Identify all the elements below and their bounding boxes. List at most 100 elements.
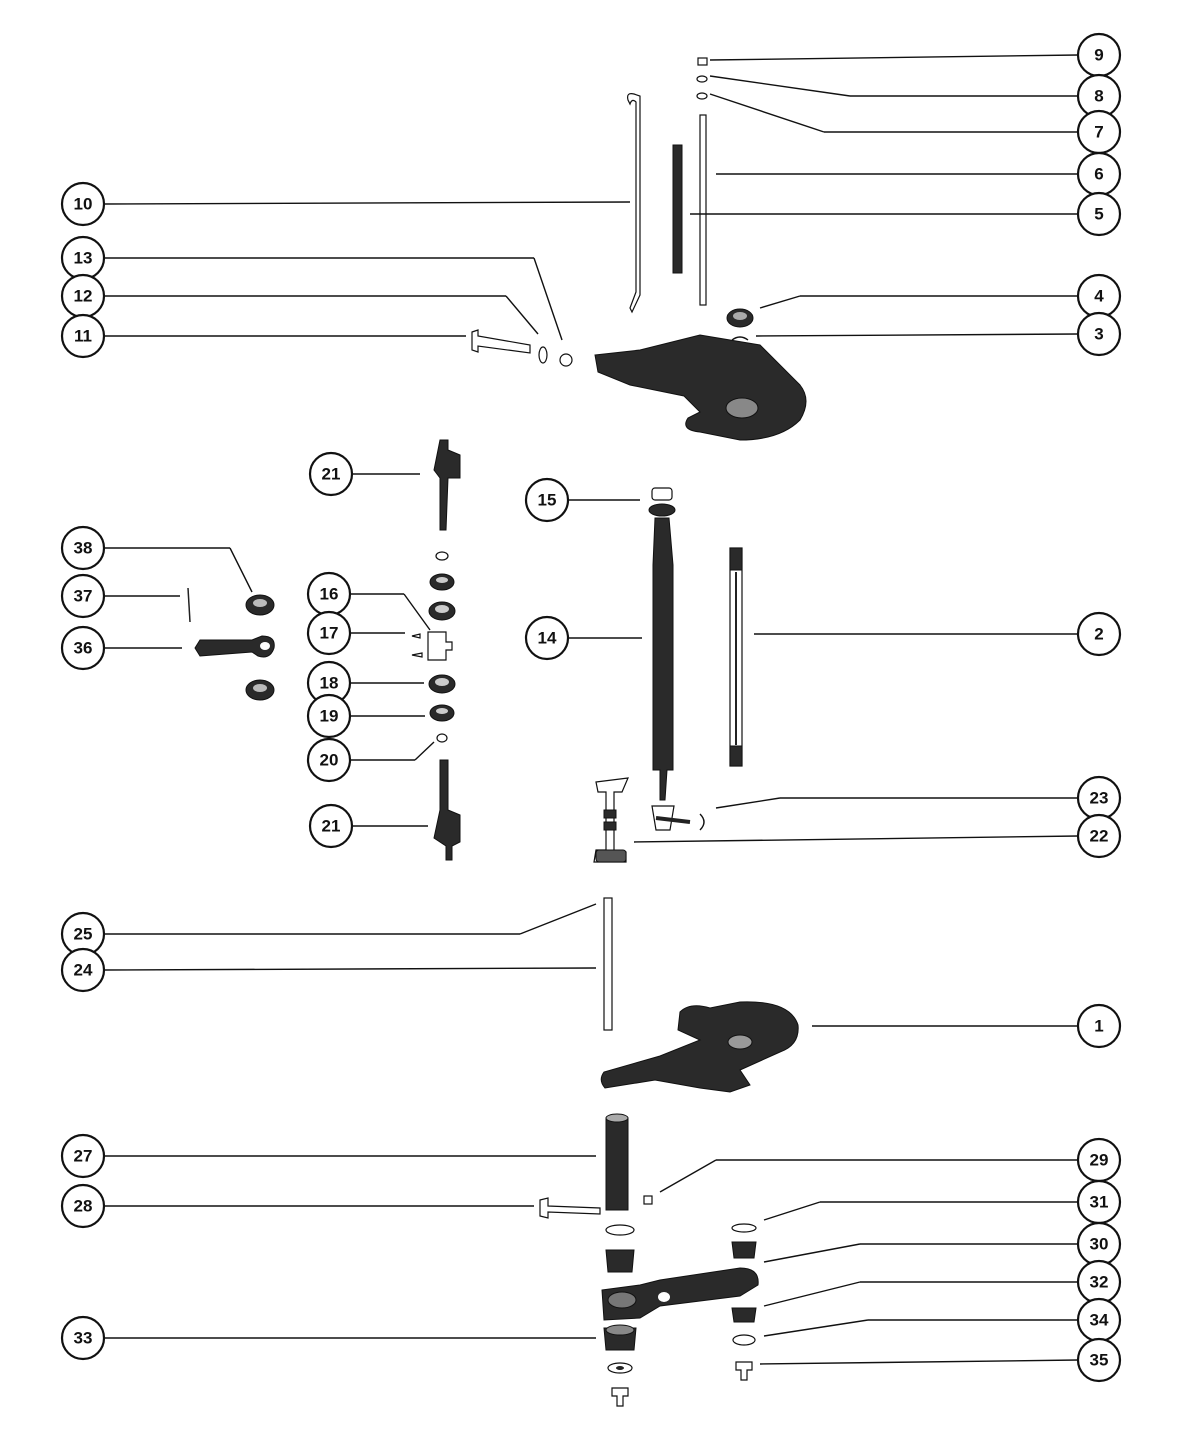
callout-20-label: 20 xyxy=(320,751,339,770)
part-36-spring xyxy=(194,635,275,658)
part-22-rod xyxy=(593,777,629,863)
callout-2-label: 2 xyxy=(1094,625,1103,644)
callout-9: 9 xyxy=(1076,32,1122,78)
callout-18-label: 18 xyxy=(320,674,339,693)
callout-31-label: 31 xyxy=(1090,1193,1109,1212)
callout-22-label: 22 xyxy=(1090,827,1109,846)
callout-37: 37 xyxy=(60,573,106,619)
part-27-tube xyxy=(605,1117,629,1211)
callout-6: 6 xyxy=(1076,151,1122,197)
part-20-ring-upper xyxy=(435,551,449,561)
callout-24: 24 xyxy=(60,947,106,993)
callout-27: 27 xyxy=(60,1133,106,1179)
part-20-ring xyxy=(436,733,448,743)
part-30-bushing-right xyxy=(731,1241,757,1259)
part-34-washer-right xyxy=(732,1334,756,1346)
linkage-arm xyxy=(601,1267,759,1321)
part-32-bushing xyxy=(731,1307,757,1323)
part-24-rod xyxy=(603,897,613,1031)
callout-23: 23 xyxy=(1076,775,1122,821)
callout-14: 14 xyxy=(524,615,570,661)
callout-30: 30 xyxy=(1076,1221,1122,1267)
callout-33-label: 33 xyxy=(74,1329,93,1348)
callout-33: 33 xyxy=(60,1315,106,1361)
callout-14-label: 14 xyxy=(538,629,557,648)
callout-13-label: 13 xyxy=(74,249,93,268)
upper-bracket xyxy=(594,334,807,441)
callout-35: 35 xyxy=(1076,1337,1122,1383)
callout-29-label: 29 xyxy=(1090,1151,1109,1170)
callout-1-label: 1 xyxy=(1094,1017,1103,1036)
part-9-cap xyxy=(697,57,708,66)
callout-12-label: 12 xyxy=(74,287,93,306)
callout-37-label: 37 xyxy=(74,587,93,606)
callout-35-label: 35 xyxy=(1090,1351,1109,1370)
callout-3: 3 xyxy=(1076,311,1122,357)
part-31-washer-right xyxy=(731,1223,757,1233)
callout-13: 13 xyxy=(60,235,106,281)
callout-12: 12 xyxy=(60,273,106,319)
callout-27-label: 27 xyxy=(74,1147,93,1166)
callout-3-label: 3 xyxy=(1094,325,1103,344)
callout-16-label: 16 xyxy=(320,585,339,604)
part-15-cap xyxy=(651,487,673,501)
part-7-ring xyxy=(696,92,708,100)
callout-15-label: 15 xyxy=(538,491,557,510)
callout-4: 4 xyxy=(1076,273,1122,319)
callout-34: 34 xyxy=(1076,1297,1122,1343)
callout-36: 36 xyxy=(60,625,106,671)
callout-22: 22 xyxy=(1076,813,1122,859)
callout-19: 19 xyxy=(306,693,352,739)
part-35-screw-right xyxy=(735,1361,753,1381)
callout-21-lower: 21 xyxy=(308,803,354,849)
part-21-lower xyxy=(433,759,461,861)
callout-24-label: 24 xyxy=(74,961,93,980)
callout-34-label: 34 xyxy=(1090,1311,1109,1330)
part-35-screw-left xyxy=(611,1387,629,1407)
callout-9-label: 9 xyxy=(1094,46,1103,65)
callout-30-label: 30 xyxy=(1090,1235,1109,1254)
callout-21-lower-label: 21 xyxy=(322,817,341,836)
callout-2: 2 xyxy=(1076,611,1122,657)
callout-21-upper-label: 21 xyxy=(322,465,341,484)
callout-17-label: 17 xyxy=(320,624,339,643)
callout-6-label: 6 xyxy=(1094,165,1103,184)
callout-19-label: 19 xyxy=(320,707,339,726)
part-1-hole xyxy=(727,1034,753,1050)
callout-38-label: 38 xyxy=(74,539,93,558)
leader-lines xyxy=(103,54,1079,1365)
part-16-block xyxy=(427,631,453,661)
callout-32: 32 xyxy=(1076,1259,1122,1305)
callout-5: 5 xyxy=(1076,191,1122,237)
part-5-rod xyxy=(672,144,683,274)
part-3-clip xyxy=(731,336,749,341)
callout-17: 17 xyxy=(306,610,352,656)
part-12-washer xyxy=(538,346,548,364)
callout-7-label: 7 xyxy=(1094,123,1103,142)
part-17-screw-a xyxy=(411,633,421,639)
callout-11-label: 11 xyxy=(74,327,92,346)
callout-38: 38 xyxy=(60,525,106,571)
part-6-rod xyxy=(699,114,707,306)
upper-bracket-hole xyxy=(725,397,759,419)
callout-11: 11 xyxy=(60,313,106,359)
part-23-spring xyxy=(655,816,691,824)
callout-7: 7 xyxy=(1076,109,1122,155)
parts-illustration xyxy=(187,57,807,1407)
callout-21-upper: 21 xyxy=(308,451,354,497)
callout-8-label: 8 xyxy=(1094,87,1103,106)
callout-16: 16 xyxy=(306,571,352,617)
part-29-nut xyxy=(643,1195,653,1205)
callout-25-label: 25 xyxy=(74,925,93,944)
callout-28-label: 28 xyxy=(74,1197,93,1216)
callout-25: 25 xyxy=(60,911,106,957)
part-10-link xyxy=(627,93,641,314)
part-30-bushing-left xyxy=(605,1249,635,1273)
part-14-shaft xyxy=(652,517,674,801)
callout-28: 28 xyxy=(60,1183,106,1229)
part-17-screw-b xyxy=(411,652,423,658)
callout-36-label: 36 xyxy=(74,639,93,658)
part-8-washer xyxy=(696,75,708,83)
callout-4-label: 4 xyxy=(1094,287,1104,306)
